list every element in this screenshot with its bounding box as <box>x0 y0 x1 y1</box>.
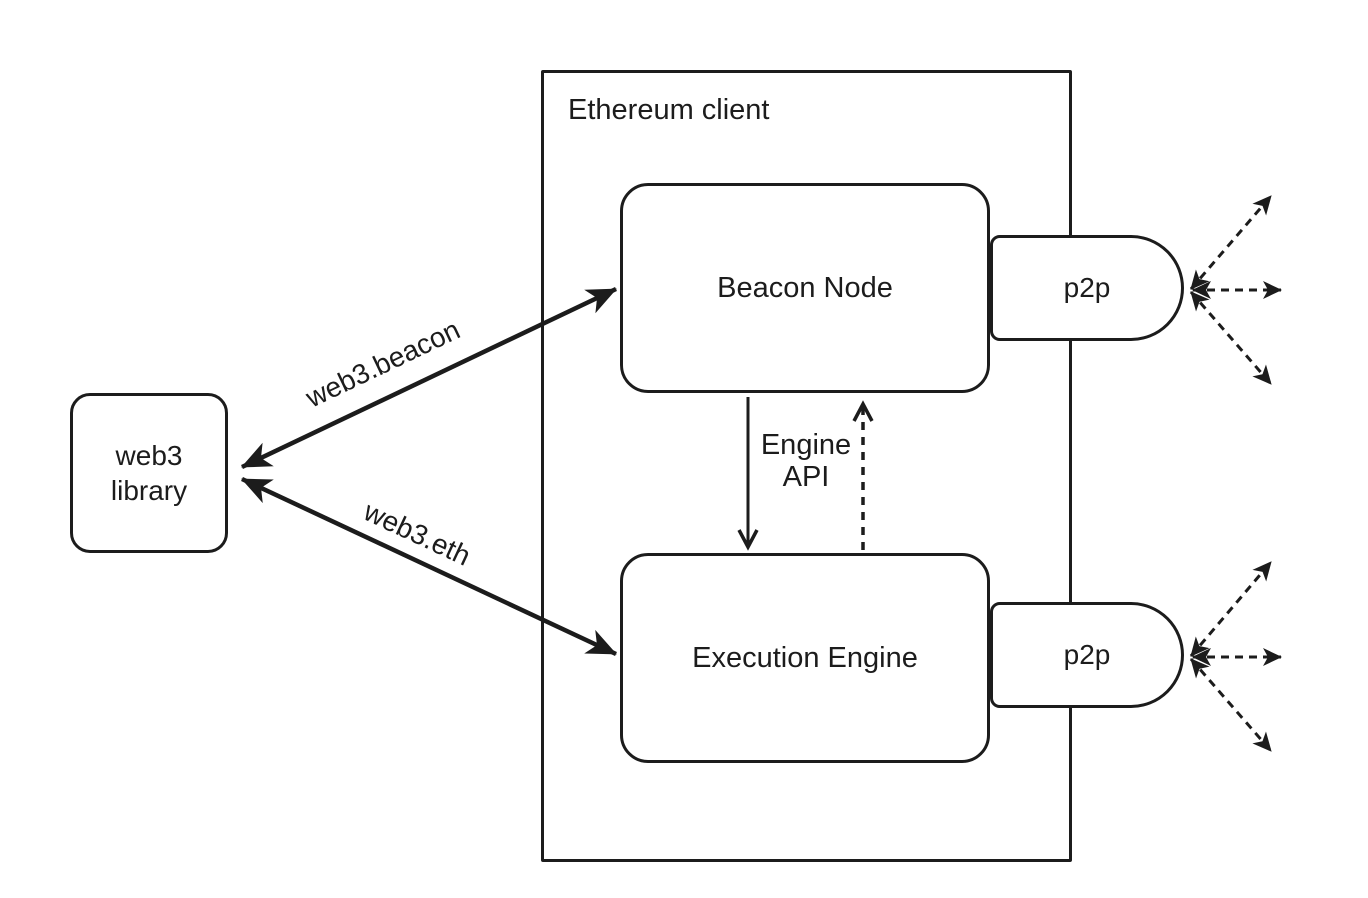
ethereum-client-title: Ethereum client <box>568 94 770 126</box>
p2p-tab-execution: p2p <box>990 602 1184 708</box>
p2p-tab-beacon-label: p2p <box>1063 272 1111 303</box>
p2p-execution-peer-arrow-down <box>1189 658 1273 752</box>
web3-library-label-line2: library <box>110 475 188 506</box>
beacon-node-label: Beacon Node <box>717 271 893 304</box>
engine-api-label-line1: Engine <box>760 429 852 461</box>
engine-api-label-line2: API <box>782 461 830 493</box>
engine-api-label: Engine API <box>761 429 851 493</box>
beacon-node-box: Beacon Node <box>620 183 990 393</box>
execution-engine-box: Execution Engine <box>620 553 990 763</box>
web3-eth-edge-label: web3.eth <box>359 495 476 572</box>
web3-library-label-line1: web3 <box>115 440 183 471</box>
p2p-tab-execution-label: p2p <box>1063 639 1111 670</box>
web3-beacon-edge-label: web3.beacon <box>300 313 465 414</box>
execution-engine-label: Execution Engine <box>692 641 918 674</box>
p2p-beacon-peer-arrow-up <box>1189 195 1273 290</box>
p2p-execution-peer-arrow-up <box>1189 561 1273 657</box>
p2p-beacon-peer-arrow-down <box>1189 291 1273 385</box>
p2p-tab-beacon: p2p <box>990 235 1184 341</box>
web3-library-box: web3 library <box>70 393 228 553</box>
